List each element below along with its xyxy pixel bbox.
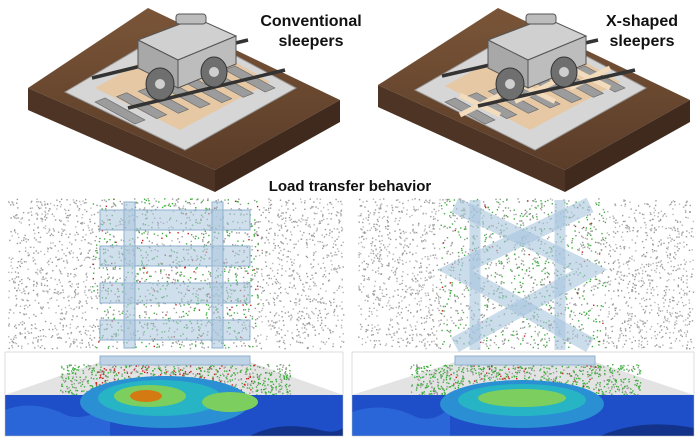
label-line: sleepers (278, 33, 344, 50)
conventional-sleepers-model (28, 8, 340, 192)
label-line: X-shaped (605, 13, 678, 30)
label-x-shaped-sleepers: X-shaped sleepers (592, 12, 692, 52)
stress-contour-x-shaped (351, 351, 695, 437)
stress-contour-conventional (4, 351, 344, 437)
particle-topview-x-shaped (358, 198, 695, 350)
soil-side-left (215, 100, 340, 192)
soil-front-left (28, 88, 215, 192)
label-conventional-sleepers: Conventional sleepers (248, 12, 374, 52)
sleeper-icon (94, 97, 146, 125)
sleeper-overlay-x-shaped (437, 197, 608, 352)
label-line: sleepers (609, 33, 675, 50)
sleeper-overlay-conventional (99, 201, 251, 349)
label-load-transfer: Load transfer behavior (268, 178, 432, 195)
label-line: Conventional (260, 13, 362, 30)
rail-left-2 (127, 68, 286, 110)
bogie-icon (136, 13, 238, 101)
bogie-icon (486, 13, 588, 101)
soil-side-right (565, 100, 690, 192)
rail-right-2 (477, 68, 636, 108)
soil-front-right (378, 85, 565, 192)
x-shaped-sleepers-model (378, 8, 690, 192)
